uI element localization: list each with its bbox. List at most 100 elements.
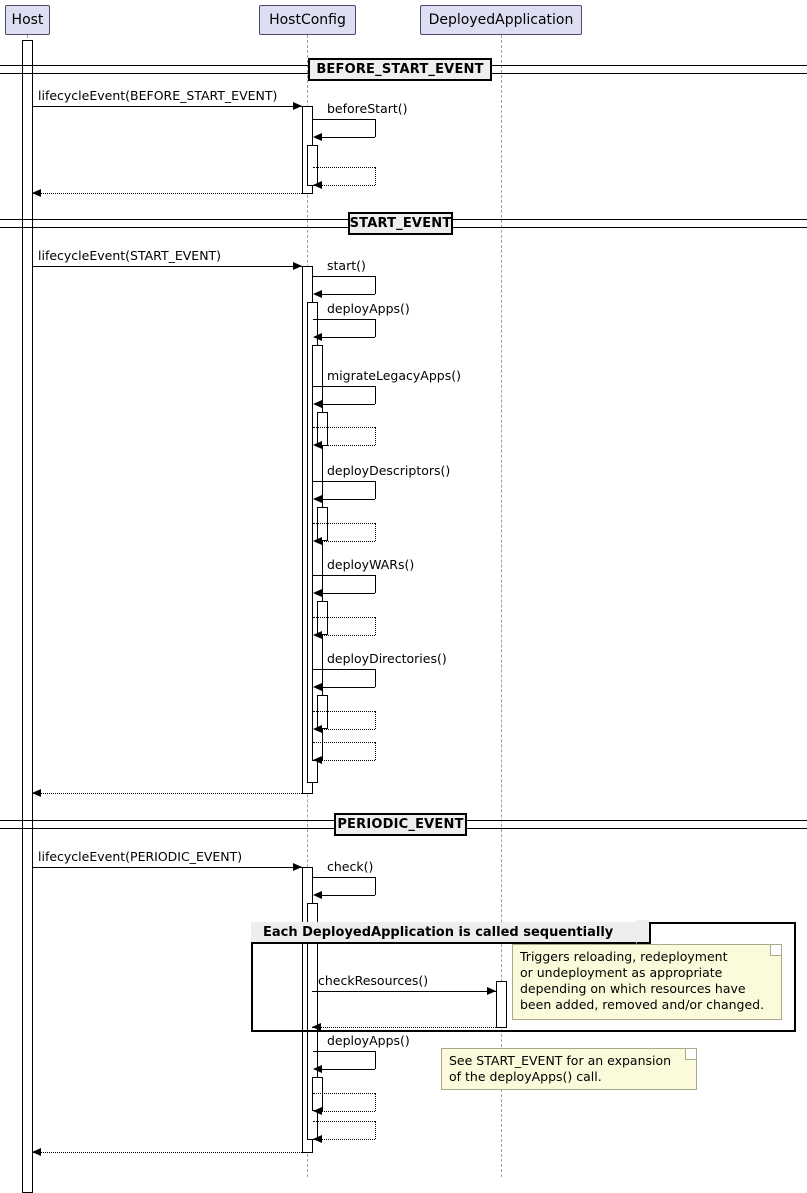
participant-deployed[interactable]: DeployedApplication [420,5,582,35]
self-message-side-m6 [375,276,376,294]
self-message-bottom-m12 [322,593,375,594]
arrowhead-m11 [313,537,322,545]
self-message-top-m3 [313,167,375,168]
self-message-side-m23 [375,1093,376,1111]
arrowhead-m23 [313,1107,322,1115]
self-message-bottom-m15 [322,729,375,730]
arrowhead-m25 [32,1148,41,1156]
self-message-top-m9 [313,427,375,428]
self-message-side-m22 [375,1051,376,1069]
self-message-top-m2 [313,119,375,120]
participant-hostcfg[interactable]: HostConfig [259,5,356,35]
self-message-bottom-m9 [322,445,375,446]
arrowhead-m13 [313,631,322,639]
arrowhead-m12 [313,589,322,597]
self-message-side-m7 [375,319,376,337]
self-message-bottom-m11 [322,541,375,542]
note-folded-corner-icon [770,945,781,956]
self-message-top-m16 [313,742,375,743]
self-message-bottom-m22 [322,1069,375,1070]
message-label-m12: deployWARs() [327,557,415,572]
self-message-bottom-m19 [322,895,375,896]
message-line-m21 [312,1027,496,1028]
self-message-side-m15 [375,711,376,729]
activation-bar-hostcfg-7 [317,507,328,541]
self-message-side-m16 [375,742,376,760]
self-message-bottom-m7 [322,337,375,338]
activation-bar-hostcfg-9 [317,695,328,729]
arrowhead-m6 [313,290,322,298]
message-line-m20 [312,991,496,992]
self-message-side-m2 [375,119,376,137]
message-label-m18: lifecycleEvent(PERIODIC_EVENT) [38,849,243,864]
self-message-top-m8 [313,386,375,387]
arrowhead-m18 [293,863,302,871]
activation-bar-hostcfg-8 [317,601,328,635]
message-label-m1: lifecycleEvent(BEFORE_START_EVENT) [38,88,278,103]
participant-host[interactable]: Host [5,5,50,35]
self-message-side-m12 [375,575,376,593]
self-message-side-m24 [375,1121,376,1139]
message-label-m2: beforeStart() [327,101,408,116]
arrowhead-m14 [313,683,322,691]
self-message-bottom-m13 [322,635,375,636]
arrowhead-m10 [313,495,322,503]
message-label-m10: deployDescriptors() [327,463,451,478]
message-label-m7: deployApps() [327,301,410,316]
self-message-bottom-m8 [322,404,375,405]
arrowhead-m22 [313,1065,322,1073]
self-message-top-m13 [313,617,375,618]
message-label-m22: deployApps() [327,1033,410,1048]
self-message-top-m12 [313,575,375,576]
arrowhead-m17 [32,789,41,797]
self-message-top-m15 [313,711,375,712]
activation-bar-host-0 [22,40,33,1193]
arrowhead-m3 [313,181,322,189]
arrowhead-m21 [312,1023,321,1031]
self-message-top-m6 [313,276,375,277]
message-label-m5: lifecycleEvent(START_EVENT) [38,248,222,263]
arrowhead-m20 [487,987,496,995]
group-header-g1: Each DeployedApplication is called seque… [251,920,651,944]
self-message-side-m11 [375,523,376,541]
activation-bar-hostcfg-2 [307,145,318,186]
self-message-bottom-m6 [322,294,375,295]
message-line-m17 [32,793,302,794]
self-message-top-m11 [313,523,375,524]
group-header-fold [636,920,650,944]
message-label-m14: deployDirectories() [327,651,447,666]
arrowhead-m16 [313,756,322,764]
arrowhead-m8 [313,400,322,408]
arrowhead-m5 [293,262,302,270]
self-message-bottom-m24 [322,1139,375,1140]
note-n1: Triggers reloading, redeployment or unde… [512,944,782,1020]
self-message-side-m9 [375,427,376,445]
activation-bar-deployed-13 [496,981,507,1028]
self-message-side-m14 [375,669,376,687]
self-message-top-m23 [313,1093,375,1094]
self-message-side-m8 [375,386,376,404]
activation-bar-hostcfg-12 [312,1077,323,1111]
activation-bar-hostcfg-11 [307,903,318,1140]
message-line-m18 [32,867,302,868]
self-message-bottom-m16 [322,760,375,761]
arrowhead-m1 [293,102,302,110]
self-message-top-m7 [313,319,375,320]
divider-label-start-event: START_EVENT [348,212,453,235]
lifeline-deployed [501,35,502,1177]
self-message-bottom-m14 [322,687,375,688]
message-label-m8: migrateLegacyApps() [327,368,461,383]
arrowhead-m7 [313,333,322,341]
arrowhead-m4 [32,189,41,197]
message-line-m1 [32,106,302,107]
divider-label-before-start-event: BEFORE_START_EVENT [308,58,492,81]
self-message-top-m19 [313,877,375,878]
arrowhead-m9 [313,441,322,449]
note-folded-corner-icon [685,1049,696,1060]
arrowhead-m24 [313,1135,322,1143]
self-message-side-m10 [375,481,376,499]
self-message-top-m10 [313,481,375,482]
arrowhead-m19 [313,891,322,899]
message-label-m6: start() [327,258,366,273]
